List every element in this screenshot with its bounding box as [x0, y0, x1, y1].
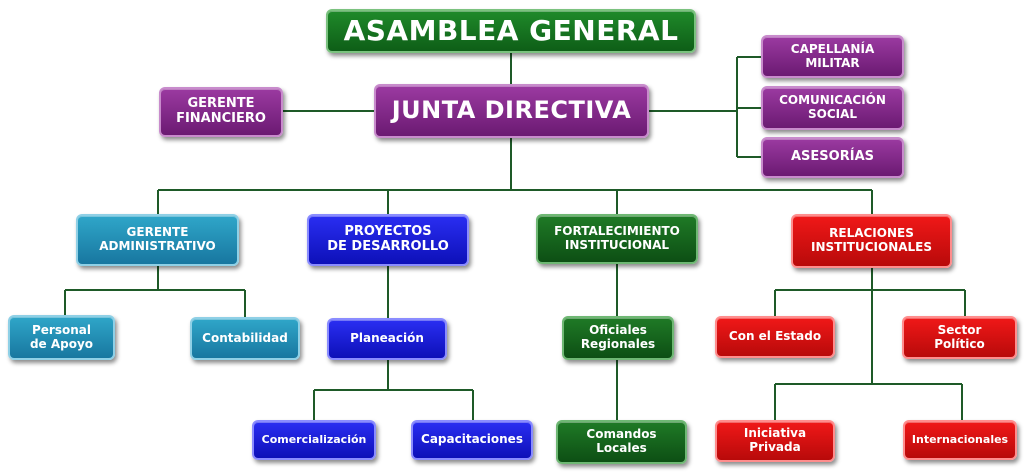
con-el-estado-box[interactable]: Con el Estado	[715, 316, 835, 358]
personal-apoyo-label: Personal de Apoyo	[29, 322, 94, 351]
capellania-militar-label: CAPELLANÍA MILITAR	[790, 41, 875, 70]
planeacion-label: Planeación	[350, 331, 424, 346]
relaciones-institucionales-label: RELACIONES INSTITUCIONALES	[810, 226, 933, 254]
comercializacion-box[interactable]: Comercialización	[252, 420, 376, 460]
fortalecimiento-institucional-label: FORTALECIMIENTO INSTITUCIONAL	[554, 224, 680, 252]
personal-apoyo-box[interactable]: Personal de Apoyo	[8, 315, 115, 360]
con-el-estado-label: Con el Estado	[728, 329, 822, 344]
proyectos-desarrollo-box[interactable]: PROYECTOS DE DESARROLLO	[307, 214, 469, 266]
contabilidad-box[interactable]: Contabilidad	[190, 317, 300, 360]
capacitaciones-label: Capacitaciones	[421, 432, 523, 447]
relaciones-institucionales-box[interactable]: RELACIONES INSTITUCIONALES	[791, 214, 952, 268]
gerente-administrativo-label: GERENTE ADMINISTRATIVO	[99, 225, 216, 253]
asamblea-general-label: ASAMBLEA GENERAL	[343, 13, 679, 47]
comunicacion-social-label: COMUNICACIÓN SOCIAL	[779, 93, 886, 121]
capacitaciones-box[interactable]: Capacitaciones	[411, 420, 533, 460]
junta-directiva-box[interactable]: JUNTA DIRECTIVA	[374, 84, 649, 138]
asamblea-general-box[interactable]: ASAMBLEA GENERAL	[326, 9, 696, 53]
comercializacion-label: Comercialización	[261, 432, 367, 446]
internacionales-label: Internacionales	[911, 432, 1009, 446]
oficiales-regionales-label: Oficiales Regionales	[580, 323, 656, 351]
comandos-locales-label: Comandos Locales	[586, 427, 657, 455]
contabilidad-label: Contabilidad	[202, 330, 288, 345]
gerente-financiero-box[interactable]: GERENTE FINANCIERO	[159, 87, 283, 137]
oficiales-regionales-box[interactable]: Oficiales Regionales	[562, 316, 674, 360]
proyectos-desarrollo-label: PROYECTOS DE DESARROLLO	[327, 224, 449, 254]
iniciativa-privada-box[interactable]: Iniciativa Privada	[715, 420, 835, 462]
sector-politico-label: Sector Político	[934, 322, 985, 351]
asesorias-label: ASESORÍAS	[791, 149, 874, 165]
sector-politico-box[interactable]: Sector Político	[902, 316, 1017, 359]
gerente-administrativo-box[interactable]: GERENTE ADMINISTRATIVO	[76, 214, 239, 266]
comandos-locales-box[interactable]: Comandos Locales	[556, 420, 687, 464]
fortalecimiento-institucional-box[interactable]: FORTALECIMIENTO INSTITUCIONAL	[536, 214, 698, 264]
gerente-financiero-label: GERENTE FINANCIERO	[176, 96, 266, 126]
comunicacion-social-box[interactable]: COMUNICACIÓN SOCIAL	[761, 86, 904, 130]
capellania-militar-box[interactable]: CAPELLANÍA MILITAR	[761, 35, 904, 78]
junta-directiva-label: JUNTA DIRECTIVA	[391, 96, 632, 125]
internacionales-box[interactable]: Internacionales	[903, 420, 1017, 460]
planeacion-box[interactable]: Planeación	[327, 318, 447, 360]
iniciativa-privada-label: Iniciativa Privada	[743, 426, 807, 454]
asesorias-box[interactable]: ASESORÍAS	[761, 137, 904, 178]
